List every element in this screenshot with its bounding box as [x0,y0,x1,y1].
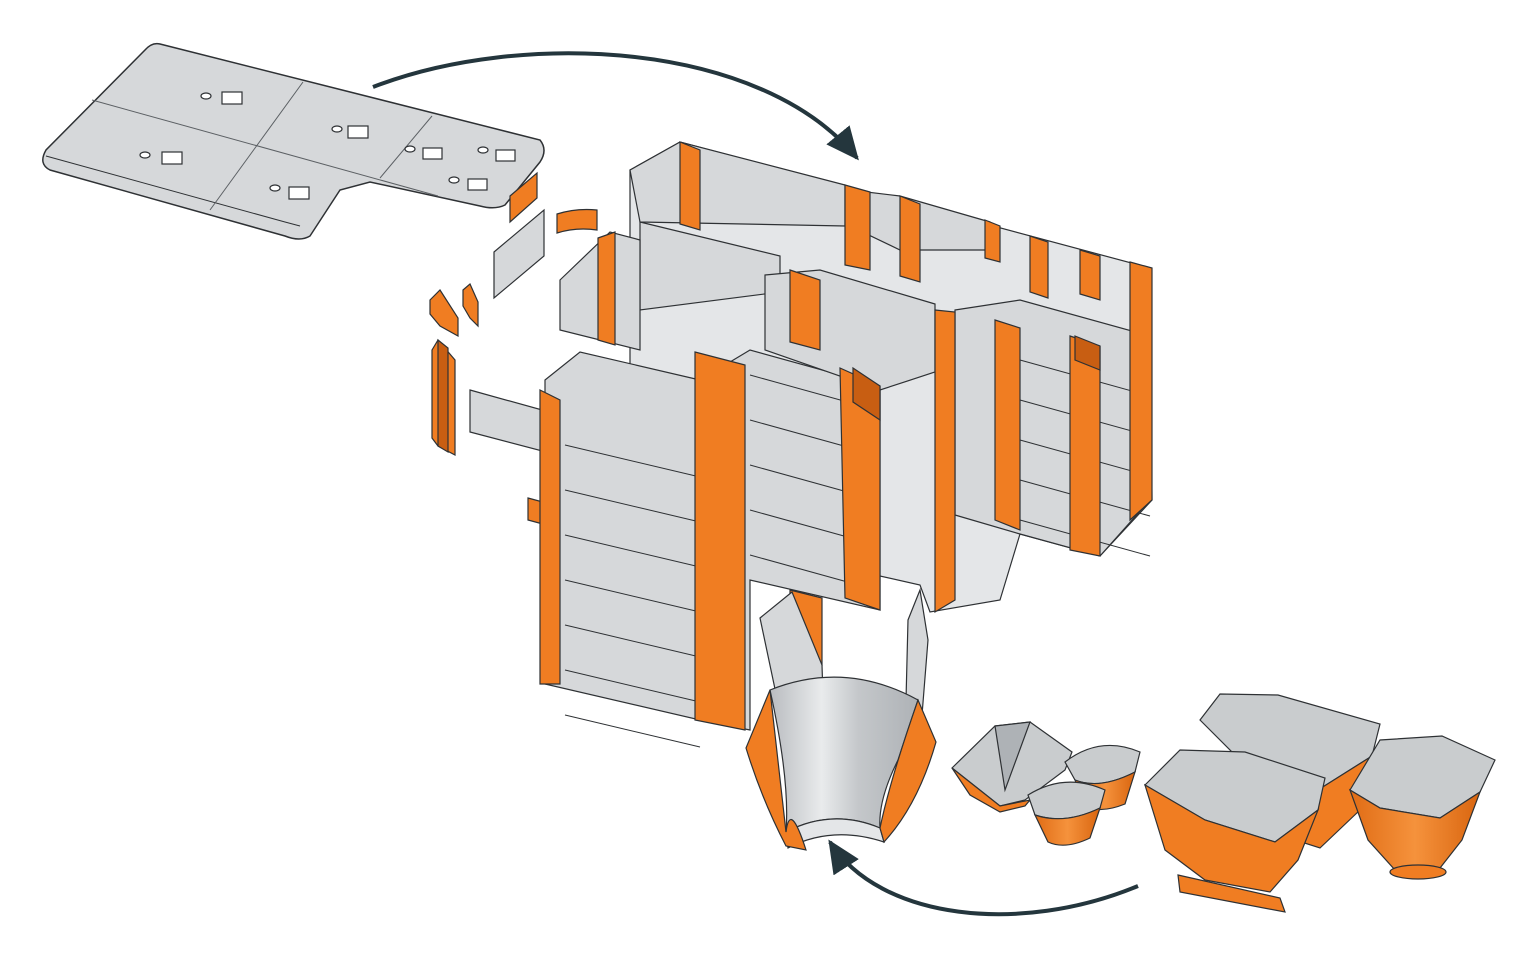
orange-strip [1079,249,1101,301]
orange-strip [597,231,616,346]
orange-strip [994,319,1021,531]
main-body [539,141,1153,748]
body-left-rib [564,579,701,613]
orange-strip [844,184,871,271]
lid-holes [139,91,516,200]
orange-strip [789,269,821,351]
cup-large-front [1143,749,1326,913]
orange-strip [984,219,1001,263]
body-left-rib [564,714,701,748]
arrow-cups-to-funnel [828,839,1139,917]
lid-plate [42,42,545,240]
orange-strip [694,351,746,731]
compartment-back-left [629,141,846,227]
body-left-rib [564,444,701,478]
orange-corner-shade [1074,335,1101,371]
body-left-rib [564,624,701,658]
cup-small-front [1027,781,1106,846]
orange-strip [1029,235,1049,299]
body-left-rib [564,669,701,703]
orange-strip [539,389,561,685]
orange-strip [899,195,921,283]
orange-corner-shade [852,366,881,422]
orange-strip [679,141,701,231]
body-left-rib [564,534,701,568]
orange-strip [1069,335,1101,557]
funnel [745,587,937,851]
orange-strip [1129,261,1153,522]
cup-large-right [1348,735,1496,880]
cup-small-left [951,721,1073,813]
arrow-lid-to-body [372,51,859,161]
body-left-rib [564,489,701,523]
orange-strip [934,309,956,614]
